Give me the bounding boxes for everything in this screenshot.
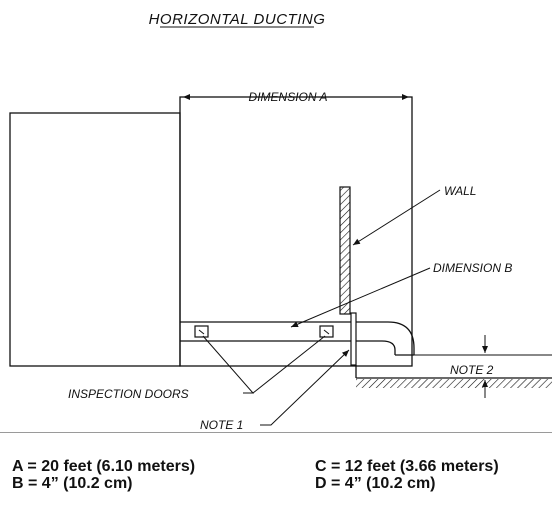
wall-thimble — [350, 312, 357, 366]
wall-label: WALL — [444, 184, 476, 198]
exterior-duct-elbow — [356, 321, 415, 356]
note-1-leader — [260, 349, 350, 426]
inspection-door-right-mark — [323, 329, 330, 335]
appliance-box — [9, 112, 181, 367]
dimension-b-label: DIMENSION B — [433, 261, 512, 275]
dimension-legend: A = 20 feet (6.10 meters) B = 4” (10.2 c… — [0, 432, 552, 510]
inspection-doors-label: INSPECTION DOORS — [68, 387, 189, 401]
ground-hatch — [356, 379, 552, 388]
inspection-doors-leader-right — [252, 335, 326, 394]
wall-section — [339, 186, 351, 315]
legend-d: D = 4” (10.2 cm) — [315, 475, 436, 492]
legend-b: B = 4” (10.2 cm) — [12, 475, 133, 492]
inspection-door-left — [194, 325, 209, 338]
room-outline — [179, 96, 413, 367]
wall-leader — [352, 189, 441, 246]
legend-c: C = 12 feet (3.66 meters) — [315, 458, 499, 475]
inspection-door-left-mark — [198, 329, 205, 335]
note-2-label: NOTE 2 — [450, 363, 494, 377]
legend-a: A = 20 feet (6.10 meters) — [12, 458, 196, 475]
inspection-door-right — [319, 325, 334, 338]
legend-divider — [0, 432, 552, 433]
dimension-a-label: DIMENSION A — [249, 90, 328, 104]
inspection-doors-leader-left — [202, 335, 255, 394]
diagram-svg: HORIZONTAL DUCTING DIMENSION A WALL DIME… — [9, 11, 552, 430]
note-1-label: NOTE 1 — [200, 418, 243, 430]
dimension-b-leader — [290, 267, 431, 328]
diagram-title: HORIZONTAL DUCTING — [149, 11, 326, 28]
